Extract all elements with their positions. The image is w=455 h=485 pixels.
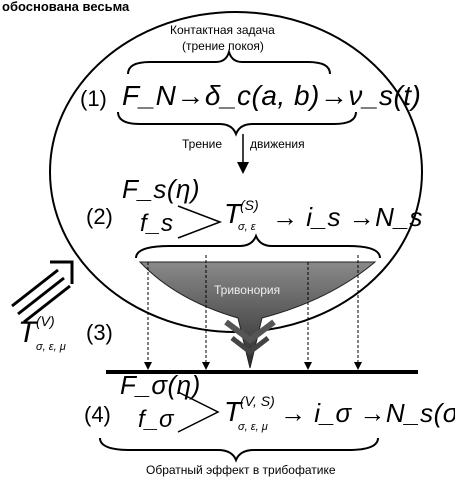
step4-join-arrow [177,391,220,433]
step2-force: F_s(η) [122,174,201,204]
step2-number: (2) [86,204,113,229]
step2-T: T [224,198,242,229]
step2-brace [135,233,381,259]
step2-T-superscript: (S) [240,197,259,213]
step4-T-subscript: σ, ε, μ [238,421,268,433]
funnel-chevron [230,336,270,356]
step2-T-subscript: σ, ε [238,221,256,233]
step1-formula: F_N→δ_c(a, b)→ν_s(t) [122,80,422,111]
static-friction-label: (трение покоя) [182,39,264,53]
step4-T-superscript: (V, S) [240,393,275,409]
funnel-label: Тривонория [214,283,281,297]
contact-problem-label: Контактная задача [170,23,275,37]
step2-join-arrow [177,205,223,239]
reverse-effect-label: Обратный эффект в трибофатике [146,463,336,477]
step4-number: (4) [84,402,111,427]
transition-label-left: Трение [182,137,223,151]
step3-T-subscript: σ, ε, μ [36,341,66,353]
step4-chain: → i_σ →N_s(σ) [280,398,455,428]
step2-chain: → i_s →N_s [272,202,423,232]
step1-number: (1) [80,86,107,111]
transition-label-right: движения [250,137,305,151]
top-brace [127,48,331,75]
step4-T: T [224,396,242,427]
formula1-brace [117,111,357,137]
step3-number: (3) [86,320,113,345]
volumetric-arrow [11,260,74,324]
funnel [138,261,377,369]
step4-friction-coef: f_σ [138,406,174,433]
step3-T: T [18,316,37,349]
step3-T-superscript: (V) [36,313,55,329]
funnel-chevron [224,319,276,344]
bottom-brace [99,437,379,463]
step4-force: F_σ(η) [120,370,201,400]
heading-fragment: обоснована весьма [2,0,130,14]
step2-friction-coef: f_s [140,210,174,237]
